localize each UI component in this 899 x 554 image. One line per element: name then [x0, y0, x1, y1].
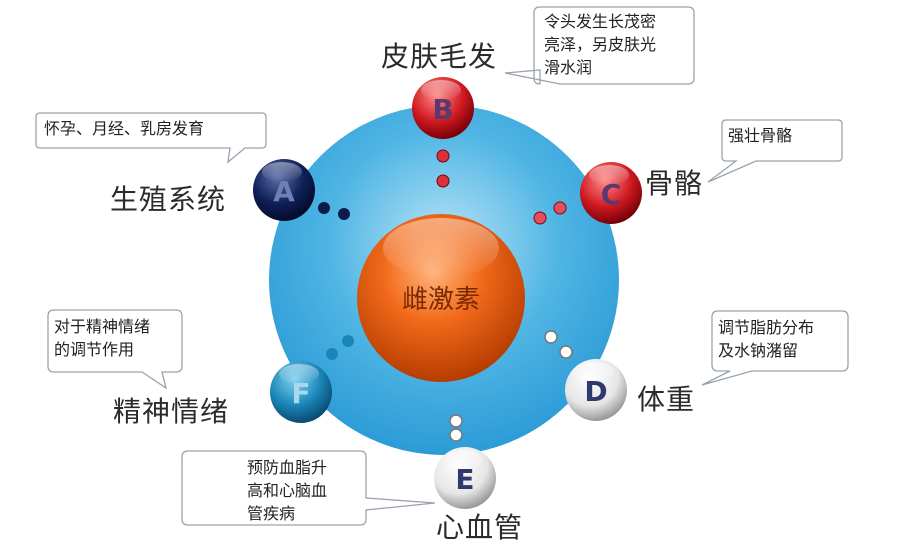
note-e-line-2: 高和心脑血	[247, 481, 328, 500]
node-a-ball: A	[253, 159, 315, 221]
note-bubble-f	[47, 309, 183, 390]
connector-dots-d	[544, 330, 573, 359]
note-e-text: 预防血脂升 高和心脑血 管疾病	[247, 456, 327, 525]
connector-dots-f	[326, 335, 354, 360]
node-a-letter: A	[273, 175, 295, 208]
note-b-line-3: 滑水润	[544, 58, 593, 77]
node-d-ball: D	[565, 359, 627, 421]
center-label: 雌激素	[402, 285, 480, 315]
note-f-text: 对于精神情绪 的调节作用	[54, 315, 150, 361]
note-e-line-3: 管疾病	[247, 504, 296, 523]
note-d-text: 调节脂肪分布 及水钠潴留	[718, 316, 814, 362]
note-d-line-1: 调节脂肪分布	[718, 318, 815, 337]
node-d-label: 体重	[637, 383, 696, 416]
note-e-line-1: 预防血脂升	[247, 458, 328, 477]
connector-dots-e	[449, 414, 463, 442]
node-d-letter: D	[584, 375, 607, 408]
note-a-text: 怀孕、月经、乳房发育	[44, 117, 204, 140]
node-b-label: 皮肤毛发	[381, 40, 498, 73]
note-c-text: 强壮骨骼	[728, 124, 792, 147]
note-d-line-2: 及水钠潴留	[718, 341, 799, 360]
note-bubble-c	[707, 119, 843, 183]
note-b-line-1: 令头发生长茂密	[544, 12, 657, 31]
note-c-line-1: 强壮骨骼	[728, 126, 793, 145]
connector-dots-c	[533, 201, 567, 225]
node-a-label: 生殖系统	[110, 183, 227, 216]
note-bubble-b	[504, 6, 695, 85]
connector-dots-b	[436, 149, 450, 188]
node-c-label: 骨骼	[645, 167, 704, 200]
node-b-ball: B	[412, 77, 474, 139]
node-e-ball: E	[434, 447, 496, 509]
node-e-letter: E	[455, 463, 474, 496]
note-b-line-2: 亮泽，另皮肤光	[544, 35, 657, 54]
node-c-letter: C	[601, 178, 622, 211]
note-f-line-2: 的调节作用	[54, 340, 135, 359]
note-f-line-1: 对于精神情绪	[54, 317, 151, 336]
center-orb: 雌激素	[357, 214, 525, 382]
node-f-label: 精神情绪	[113, 395, 230, 428]
node-e-label: 心血管	[436, 511, 524, 544]
connector-dots-a	[318, 202, 350, 220]
note-b-text: 令头发生长茂密 亮泽，另皮肤光 滑水润	[544, 10, 656, 79]
node-c-ball: C	[580, 162, 642, 224]
note-bubble-a	[35, 112, 267, 164]
note-bubble-e	[181, 450, 436, 526]
note-a-line-1: 怀孕、月经、乳房发育	[44, 119, 205, 138]
note-bubble-d	[701, 310, 849, 386]
node-b-letter: B	[432, 93, 453, 126]
node-f-ball: F	[270, 361, 332, 423]
node-f-letter: F	[291, 377, 310, 410]
